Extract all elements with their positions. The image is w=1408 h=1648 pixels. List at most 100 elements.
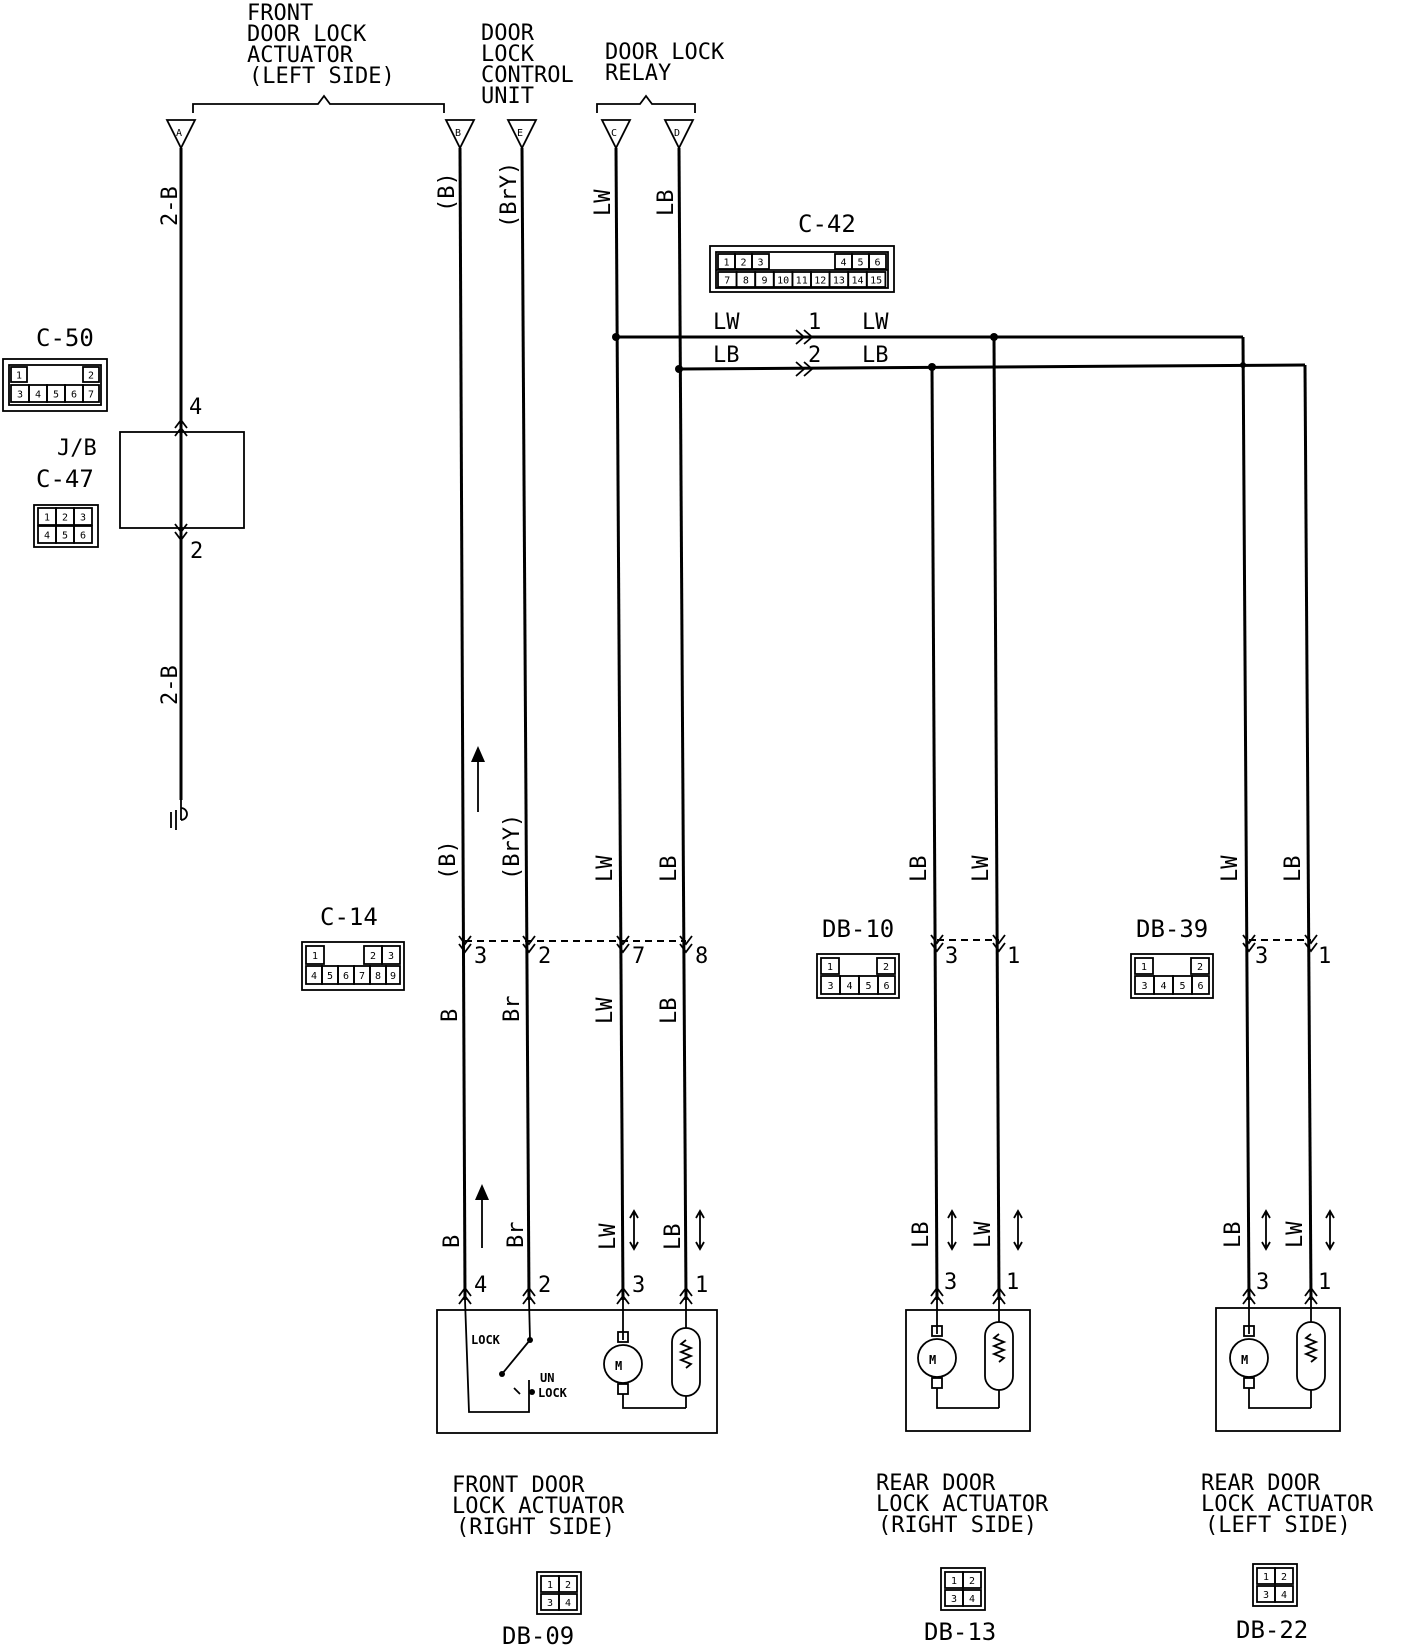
db39-pin-mark xyxy=(1242,934,1256,953)
connector-cell-number: 12 xyxy=(814,276,826,287)
connector-cell-number: 4 xyxy=(44,531,50,542)
pin-number: 3 xyxy=(1255,944,1268,969)
switch-unlock-label: LOCK xyxy=(538,1386,568,1400)
wire-rr-lw xyxy=(992,336,1001,1301)
connector-label: DB-22 xyxy=(1236,1616,1308,1644)
svg-text:A: A xyxy=(176,128,182,139)
wire-c xyxy=(614,147,625,1301)
pin-number: 3 xyxy=(944,1270,957,1295)
svg-text:(LEFT SIDE): (LEFT SIDE) xyxy=(1205,1513,1351,1538)
pin-number: 3 xyxy=(945,944,958,969)
connector-cell-number: 6 xyxy=(343,971,349,982)
pin-number: 1 xyxy=(1006,1270,1019,1295)
connector-cell-number: 15 xyxy=(870,276,882,287)
wire-label: LW xyxy=(593,855,618,882)
connector-cell xyxy=(876,957,896,975)
terminal-b: B xyxy=(444,119,476,151)
connector-cell-number: 5 xyxy=(327,971,333,982)
header-line: DOOR LOCK xyxy=(247,22,367,47)
connector-cell-number: 1 xyxy=(44,513,50,524)
header-line: ACTUATOR xyxy=(247,43,354,68)
connector-cell-number: 5 xyxy=(1179,981,1185,992)
connector-label: DB-39 xyxy=(1136,915,1208,943)
c14-pin-mark xyxy=(458,935,472,954)
wire-label: Br xyxy=(500,996,525,1023)
wire-rl-lw xyxy=(1241,336,1251,1301)
connector-cell-number: 4 xyxy=(846,981,852,992)
connector-cell-number: 3 xyxy=(1263,1590,1269,1601)
connector-cell-number: 2 xyxy=(565,1580,571,1591)
connector-cell-number: 4 xyxy=(1160,981,1166,992)
connector-cell xyxy=(962,1571,982,1589)
connector-cell-number: 2 xyxy=(969,1576,975,1587)
wire-rl-lb xyxy=(1303,364,1313,1301)
svg-text:M: M xyxy=(1241,1353,1248,1367)
wire-label: LW xyxy=(591,189,616,216)
connector-cell xyxy=(73,507,93,526)
pin-number: 3 xyxy=(632,1273,645,1298)
wire-label: LB xyxy=(909,1222,934,1249)
junction-dot xyxy=(612,333,620,341)
c42-pin-2-mark xyxy=(795,361,814,377)
wire-label: (BrY) xyxy=(497,162,522,228)
wire-label: (B) xyxy=(436,840,461,880)
connector-cell-number: 1 xyxy=(312,951,318,962)
actuator-rear-left: M xyxy=(1215,1286,1341,1432)
connector-cell xyxy=(305,945,325,965)
pin-number: 8 xyxy=(695,944,708,969)
pin-number: 1 xyxy=(1318,1270,1331,1295)
db39-pin-mark xyxy=(1304,934,1318,953)
terminal-e: E xyxy=(506,119,538,151)
svg-text:LOCK ACTUATOR: LOCK ACTUATOR xyxy=(1201,1492,1374,1517)
connector-cell-number: 5 xyxy=(62,531,68,542)
connector-cell xyxy=(751,253,770,270)
svg-text:M: M xyxy=(615,1359,622,1373)
wire-label: LB xyxy=(654,190,679,217)
wire-label: LB xyxy=(661,1224,686,1251)
c14-pin-mark xyxy=(522,935,536,954)
connector-cell-number: 3 xyxy=(547,1598,553,1609)
svg-text:E: E xyxy=(517,128,523,139)
pin-number: 2 xyxy=(538,944,551,969)
connector-cell-number: 4 xyxy=(35,390,41,401)
up-arrow-icon xyxy=(475,1184,489,1248)
pin-number: 1 xyxy=(695,1273,708,1298)
connector-cell xyxy=(558,1593,578,1611)
wire-label: LB xyxy=(1281,856,1306,883)
connector-cell xyxy=(82,366,100,383)
wire-label: LW xyxy=(1218,855,1243,882)
ground-icon xyxy=(170,800,188,830)
wire-b xyxy=(458,147,467,1301)
svg-text:REAR DOOR: REAR DOOR xyxy=(876,1471,996,1496)
wire-label: LB xyxy=(907,856,932,883)
wire-label: (BrY) xyxy=(500,814,525,880)
connector-cell xyxy=(820,957,840,975)
pin-number: 2 xyxy=(190,539,203,564)
connector-cell xyxy=(381,945,401,965)
connector-cell-number: 3 xyxy=(827,981,833,992)
wire-label: LW xyxy=(596,1223,621,1250)
connector-label: C-50 xyxy=(36,324,94,352)
connector-label: DB-13 xyxy=(924,1618,996,1646)
connector-cell-number: 3 xyxy=(1141,981,1147,992)
connector-cell-number: 11 xyxy=(796,276,808,287)
wire-label: B xyxy=(438,1009,463,1022)
c14-pin-mark xyxy=(616,935,630,954)
c14-pin-mark xyxy=(679,935,693,954)
connector-cell-number: 1 xyxy=(1263,1572,1269,1583)
connector-cell xyxy=(1134,957,1154,975)
svg-text:B: B xyxy=(455,128,461,139)
brace-relay xyxy=(596,94,696,113)
header-door-lock-relay: DOOR LOCK RELAY xyxy=(605,40,725,86)
db10-pin-mark xyxy=(992,934,1006,953)
actuator-front-right: LOCK UN LOCK M xyxy=(436,1286,718,1434)
wire-d xyxy=(677,147,688,1301)
bus-label: LB xyxy=(862,343,889,368)
connector-cell-number: 2 xyxy=(740,258,746,269)
connector-cell-number: 7 xyxy=(359,971,365,982)
wire-label: 2-B xyxy=(158,665,183,705)
